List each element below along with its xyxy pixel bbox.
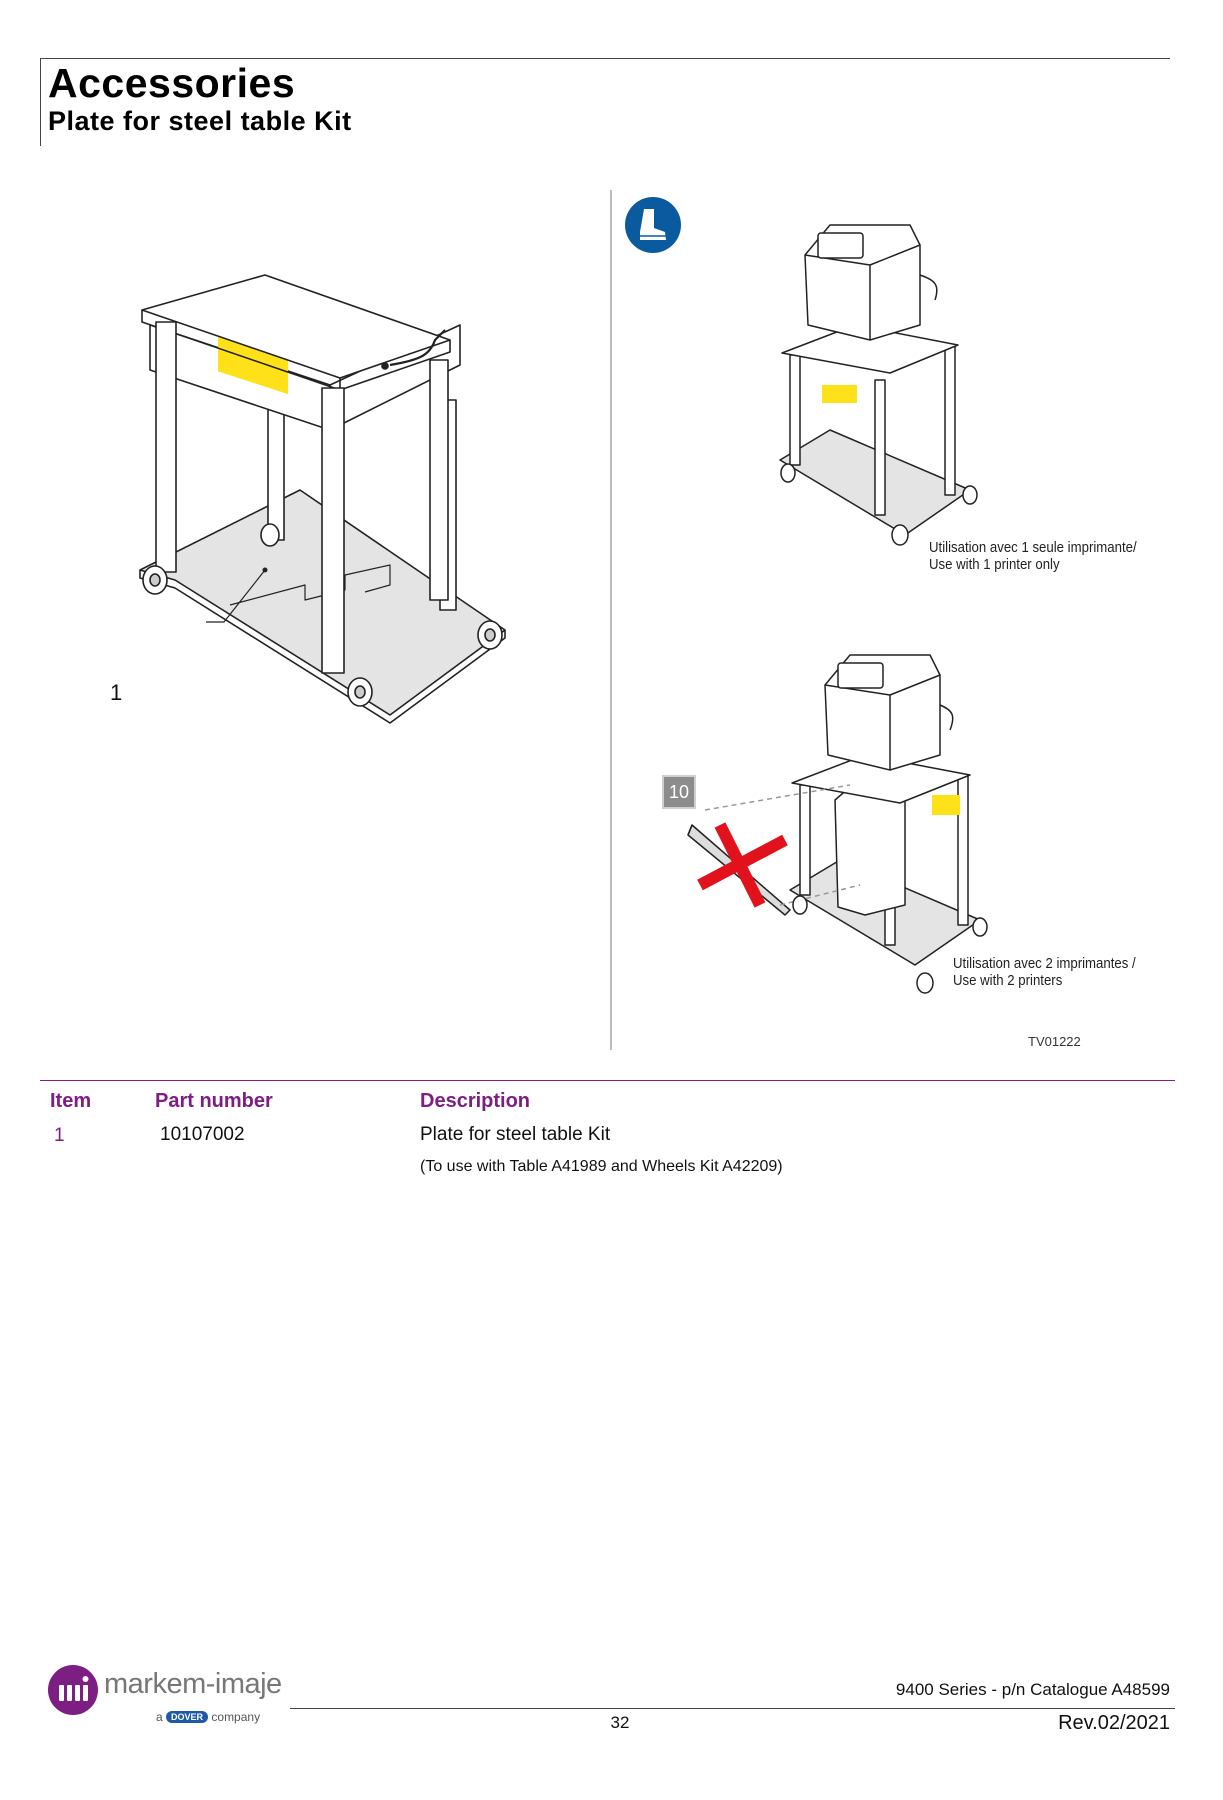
caption-one-printer-en: Use with 1 printer only [929, 556, 1060, 573]
logo-wordmark: markem-imaje [104, 1668, 282, 1700]
safety-boots-icon [625, 197, 681, 253]
catalogue-reference: 9400 Series - p/n Catalogue A48599 [895, 1680, 1170, 1699]
callout-item-number: 1 [110, 680, 123, 705]
row-part-number: 10107002 [160, 1124, 245, 1145]
logo-tagline: a DOVER company [156, 1710, 260, 1724]
caption-two-printers-en: Use with 2 printers [953, 972, 1063, 989]
markem-imaje-logo-icon [48, 1665, 98, 1715]
steel-table-figure [139, 274, 506, 724]
header-rule [40, 58, 1170, 59]
figure-reference: TV01222 [1028, 1034, 1081, 1049]
dover-logo: DOVER [166, 1711, 209, 1723]
page-subtitle: Plate for steel table Kit [48, 106, 352, 136]
logo-tagline-pre: a [156, 1710, 163, 1724]
caption-one-printer-fr: Utilisation avec 1 seule imprimante/ [929, 539, 1137, 556]
table-rule [40, 1080, 1175, 1081]
header-rule-left [40, 58, 41, 146]
caption-two-printers-fr: Utilisation avec 2 imprimantes / [953, 955, 1136, 972]
footer-rule [290, 1708, 1175, 1709]
col-header-part-number: Part number [155, 1090, 273, 1112]
caption-two-printers: Utilisation avec 2 imprimantes / Use wit… [953, 955, 1136, 989]
page-title: Accessories [48, 60, 296, 106]
logo-tagline-post: company [211, 1710, 261, 1724]
two-printers-figure [687, 654, 988, 994]
step-badge: 10 [662, 775, 696, 809]
col-header-description: Description [420, 1090, 531, 1112]
col-header-item: Item [50, 1090, 92, 1112]
row-item: 1 [54, 1125, 65, 1146]
caption-one-printer: Utilisation avec 1 seule imprimante/ Use… [929, 539, 1137, 573]
step-badge-number: 10 [668, 782, 690, 802]
row-description: Plate for steel table Kit [420, 1124, 611, 1145]
revision: Rev.02/2021 [1058, 1712, 1170, 1734]
one-printer-figure [779, 224, 978, 546]
row-note: (To use with Table A41989 and Wheels Kit… [420, 1158, 783, 1175]
page-number: 32 [610, 1713, 630, 1732]
figure-divider [610, 190, 612, 1050]
